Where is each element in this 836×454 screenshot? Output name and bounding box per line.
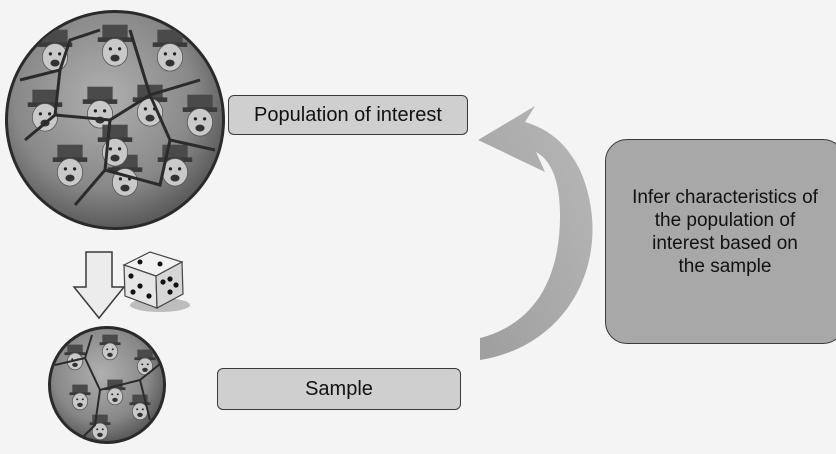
person-face-icon — [182, 94, 218, 137]
person-face-icon — [64, 344, 86, 371]
person-face-icon — [69, 384, 91, 411]
person-face-icon — [52, 144, 88, 187]
person-face-icon — [97, 24, 133, 67]
down-arrow-icon — [72, 251, 126, 320]
person-face-icon — [104, 379, 126, 406]
dice-icon — [122, 251, 190, 312]
person-face-icon — [157, 144, 193, 187]
person-face-icon — [134, 349, 156, 376]
person-face-icon — [129, 394, 151, 421]
curved-arrow-icon — [478, 106, 593, 360]
sample-label: Sample — [217, 368, 461, 410]
population-label: Population of interest — [228, 95, 468, 135]
person-face-icon — [27, 89, 63, 132]
inference-box: Infer characteristics of the population … — [605, 139, 836, 344]
person-face-icon — [99, 334, 121, 361]
inference-text-line: the sample — [678, 256, 772, 277]
person-face-icon — [37, 29, 73, 72]
inference-text-line: the population of — [654, 210, 796, 231]
person-face-icon — [82, 86, 118, 129]
globe-of-people-icon — [5, 10, 225, 230]
person-face-icon — [152, 29, 188, 72]
person-face-icon — [89, 414, 111, 441]
inference-text-line: interest based on — [652, 233, 798, 254]
small-globe-of-people-icon — [48, 326, 166, 444]
inference-text-line: Infer characteristics of — [632, 187, 818, 208]
